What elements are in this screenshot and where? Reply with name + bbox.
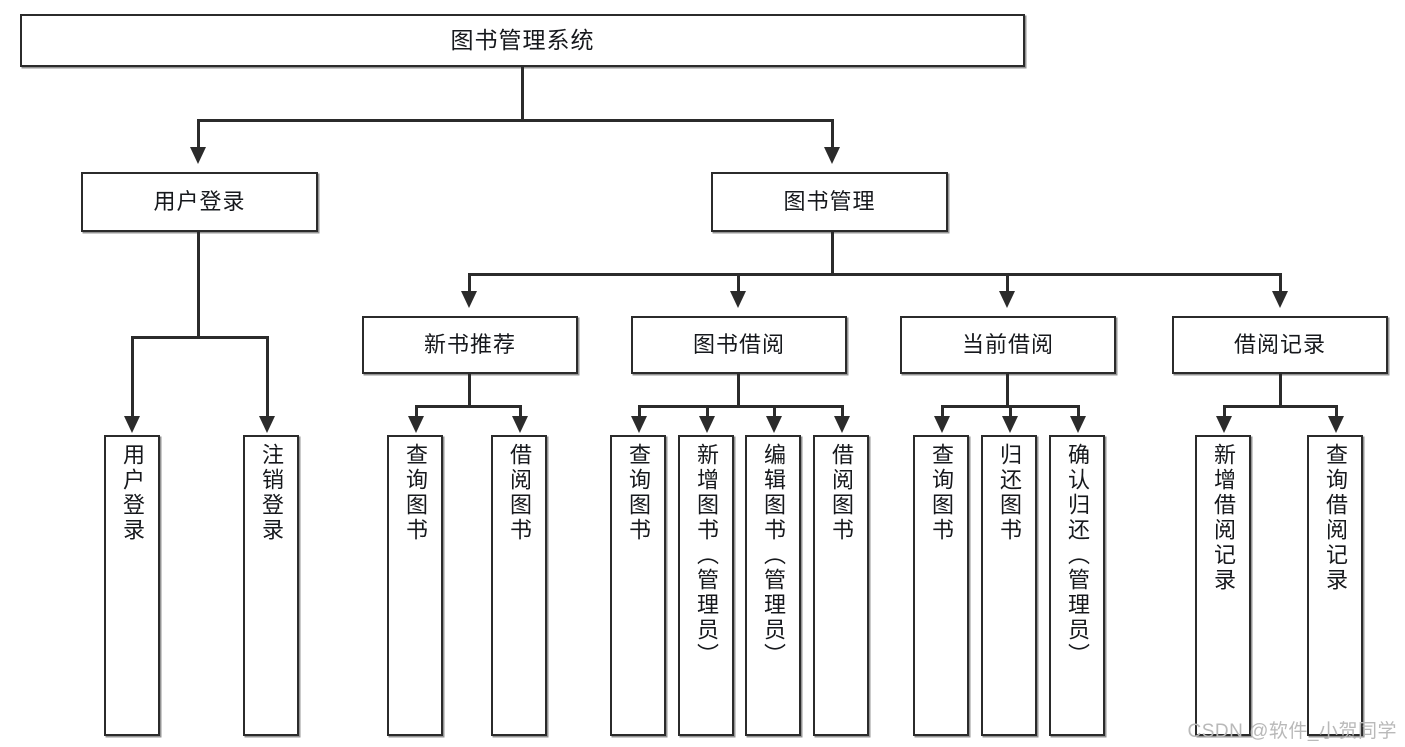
node-label: 编辑图书（管理员） [760, 443, 786, 668]
connector-new-book-rec-c1 [415, 405, 418, 418]
connector-new-book-rec-c2 [519, 405, 522, 418]
node-root-system[interactable]: 图书管理系统 [20, 14, 1025, 67]
node-label: 新书推荐 [423, 332, 516, 358]
leaf-edit-book[interactable]: 编辑图书（管理员） [745, 435, 801, 736]
leaf-user-login[interactable]: 用户登录 [104, 435, 160, 736]
arrow-leaf-query-record [1328, 416, 1344, 433]
connector-to-new-book-rec [468, 273, 471, 293]
leaf-logout[interactable]: 注销登录 [243, 435, 299, 736]
leaf-add-record[interactable]: 新增借阅记录 [1195, 435, 1251, 736]
node-book-manage[interactable]: 图书管理 [711, 172, 948, 232]
node-label: 查询图书 [625, 443, 651, 543]
connector-book-borrow-c3 [773, 405, 776, 418]
arrow-leaf-query-book-2 [631, 416, 647, 433]
connector-borrow-record-c2 [1335, 405, 1338, 418]
connector-root-stem [521, 67, 524, 120]
connector-user-login-stem [197, 232, 200, 337]
arrow-to-book-manage [824, 147, 840, 164]
arrow-leaf-query-book-1 [408, 416, 424, 433]
connector-book-borrow-bus [638, 405, 844, 408]
node-user-login[interactable]: 用户登录 [81, 172, 318, 232]
connector-to-book-manage [831, 119, 834, 149]
arrow-leaf-user-login [124, 416, 140, 433]
connector-root-bus [197, 119, 834, 122]
node-label: 图书管理系统 [450, 27, 595, 54]
connector-borrow-record-c1 [1223, 405, 1226, 418]
leaf-confirm-return[interactable]: 确认归还（管理员） [1049, 435, 1105, 736]
node-label: 查询图书 [928, 443, 954, 543]
connector-current-borrow-c1 [941, 405, 944, 418]
connector-book-borrow-c4 [841, 405, 844, 418]
node-label: 查询图书 [402, 443, 428, 543]
leaf-borrow-book-2[interactable]: 借阅图书 [813, 435, 869, 736]
leaf-add-book[interactable]: 新增图书（管理员） [678, 435, 734, 736]
node-current-borrow[interactable]: 当前借阅 [900, 316, 1116, 374]
connector-borrow-record-stem [1279, 374, 1282, 406]
leaf-query-record[interactable]: 查询借阅记录 [1307, 435, 1363, 736]
node-label: 图书管理 [783, 189, 876, 215]
connector-new-book-rec-bus [415, 405, 522, 408]
connector-new-book-rec-stem [468, 374, 471, 406]
arrow-leaf-confirm-return [1070, 416, 1086, 433]
leaf-query-book-3[interactable]: 查询图书 [913, 435, 969, 736]
node-label: 借阅记录 [1233, 332, 1326, 358]
node-label: 当前借阅 [961, 332, 1054, 358]
node-label: 用户登录 [153, 189, 246, 215]
arrow-to-book-borrow [730, 291, 746, 308]
node-label: 借阅图书 [506, 443, 532, 543]
node-label: 归还图书 [996, 443, 1022, 543]
arrow-to-current-borrow [999, 291, 1015, 308]
connector-current-borrow-c3 [1077, 405, 1080, 418]
connector-current-borrow-c2 [1009, 405, 1012, 418]
connector-user-login-left [131, 336, 134, 418]
leaf-query-book-1[interactable]: 查询图书 [387, 435, 443, 736]
connector-book-manage-bus [468, 273, 1282, 276]
leaf-borrow-book-1[interactable]: 借阅图书 [491, 435, 547, 736]
arrow-leaf-logout [259, 416, 275, 433]
node-borrow-record[interactable]: 借阅记录 [1172, 316, 1388, 374]
node-label: 确认归还（管理员） [1064, 443, 1090, 668]
connector-to-user-login [197, 119, 200, 149]
node-book-borrow[interactable]: 图书借阅 [631, 316, 847, 374]
node-label: 注销登录 [258, 443, 284, 543]
connector-current-borrow-stem [1006, 374, 1009, 406]
arrow-leaf-borrow-book-2 [834, 416, 850, 433]
node-label: 查询借阅记录 [1322, 443, 1348, 593]
node-label: 借阅图书 [828, 443, 854, 543]
node-label: 图书借阅 [692, 332, 785, 358]
arrow-leaf-return-book [1002, 416, 1018, 433]
node-new-book-rec[interactable]: 新书推荐 [362, 316, 578, 374]
connector-user-login-right [266, 336, 269, 418]
node-label: 新增借阅记录 [1210, 443, 1236, 593]
connector-user-login-bus [131, 336, 266, 339]
connector-to-borrow-record [1279, 273, 1282, 293]
arrow-leaf-edit-book [766, 416, 782, 433]
connector-book-borrow-stem [737, 374, 740, 406]
node-label: 用户登录 [119, 443, 145, 543]
node-label: 新增图书（管理员） [693, 443, 719, 668]
connector-to-book-borrow [737, 273, 740, 293]
arrow-leaf-query-book-3 [934, 416, 950, 433]
connector-borrow-record-bus [1223, 405, 1338, 408]
arrow-leaf-borrow-book-1 [512, 416, 528, 433]
connector-book-manage-stem [831, 232, 834, 274]
arrow-to-new-book-rec [461, 291, 477, 308]
arrow-leaf-add-record [1216, 416, 1232, 433]
connector-book-borrow-c2 [706, 405, 709, 418]
connector-to-current-borrow [1006, 273, 1009, 293]
arrow-to-user-login [190, 147, 206, 164]
arrow-to-borrow-record [1272, 291, 1288, 308]
leaf-query-book-2[interactable]: 查询图书 [610, 435, 666, 736]
arrow-leaf-add-book [699, 416, 715, 433]
connector-book-borrow-c1 [638, 405, 641, 418]
leaf-return-book[interactable]: 归还图书 [981, 435, 1037, 736]
